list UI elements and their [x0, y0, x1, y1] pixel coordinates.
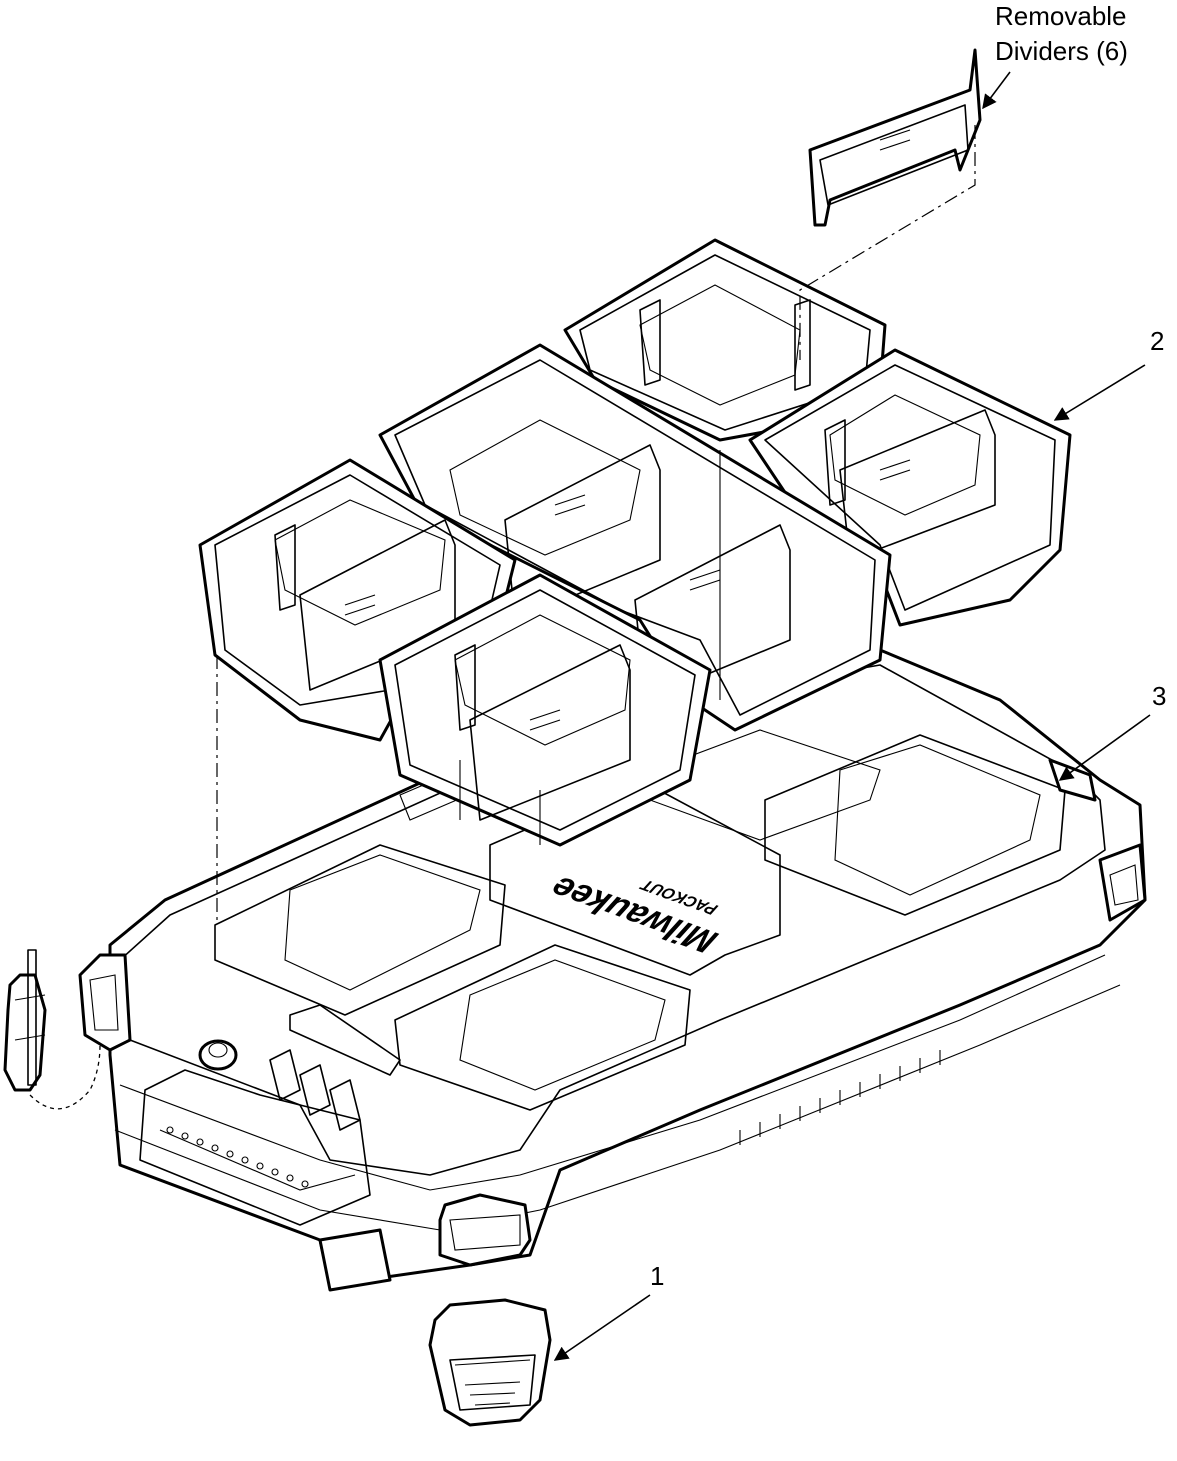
- callout-dividers: Removable Dividers (6): [982, 1, 1128, 110]
- latch-part: [428, 1298, 552, 1427]
- callout-bins-number: 2: [1150, 326, 1164, 356]
- handle-teeth: [166, 1126, 309, 1188]
- deck-pocket-back-right: [764, 734, 1066, 916]
- bin-front: [378, 573, 712, 847]
- bins-group: [198, 238, 1072, 847]
- callout-dividers-line1: Removable: [995, 1, 1127, 31]
- callout-bins: 2: [1053, 326, 1164, 421]
- handle-recess: [139, 1069, 371, 1226]
- side-ribs: [739, 1050, 941, 1145]
- callout-case-leader: [1058, 714, 1151, 781]
- callout-latch-leader: [553, 1294, 651, 1361]
- left-hinge: [78, 953, 132, 1052]
- callout-dividers-line2: Dividers (6): [995, 36, 1128, 66]
- deck-pocket-front-left: [214, 844, 506, 1016]
- front-latch-housing: [438, 1193, 532, 1267]
- hinge-pin: [3, 949, 47, 1092]
- removable-divider: [808, 48, 982, 227]
- deck-pocket-front-center: [394, 944, 691, 1111]
- callout-latch: 1: [553, 1261, 664, 1361]
- callout-dividers-leader: [982, 71, 1011, 110]
- callout-latch-number: 1: [650, 1261, 664, 1291]
- divider-alignment-line: [799, 125, 976, 360]
- callout-case-number: 3: [1152, 681, 1166, 711]
- handle-knob: [198, 1039, 238, 1071]
- callout-bins-leader: [1053, 364, 1146, 421]
- callout-case: 3: [1058, 681, 1166, 781]
- bin-center: [378, 343, 892, 732]
- organizer-case: Milwaukee PACKOUT: [78, 648, 1147, 1292]
